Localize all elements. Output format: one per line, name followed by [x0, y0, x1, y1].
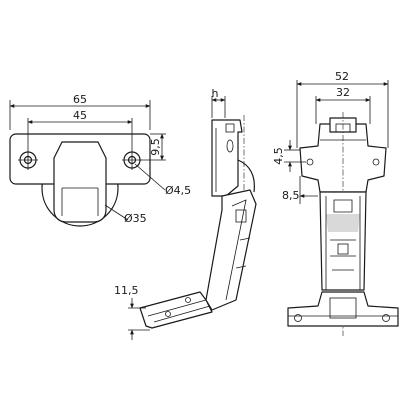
center-housing [53, 141, 107, 223]
dim-label-h: h [212, 87, 219, 100]
leader-cup-diameter [104, 204, 129, 221]
mounting-plate-front [287, 291, 399, 327]
dim-label-32: 32 [336, 86, 350, 99]
hinge-arm-side [205, 189, 257, 311]
dim-label-52: 52 [335, 70, 349, 83]
hinge-arm-front [319, 191, 367, 291]
dim-label-cup-diameter: Ø35 [124, 212, 147, 225]
plan-view: 65 45 9,5 Ø4,5 Ø35 [9, 93, 191, 227]
dim-label-9-5: 9,5 [149, 138, 162, 156]
hinge-cup-side [211, 119, 243, 197]
dim-label-45: 45 [73, 109, 87, 122]
dim-label-4-5: 4,5 [272, 147, 285, 165]
leader-hole-diameter [134, 163, 166, 191]
side-view: h 11,5 [114, 87, 257, 340]
dim-label-8-5: 8,5 [282, 189, 300, 202]
front-view: 52 32 4,5 8,5 [272, 70, 399, 336]
dim-label-hole-diameter: Ø4,5 [165, 184, 191, 197]
screw-hole-left [18, 150, 38, 170]
mounting-plate-side [139, 291, 213, 329]
dim-label-11-5: 11,5 [114, 284, 139, 297]
dim-label-65: 65 [73, 93, 87, 106]
